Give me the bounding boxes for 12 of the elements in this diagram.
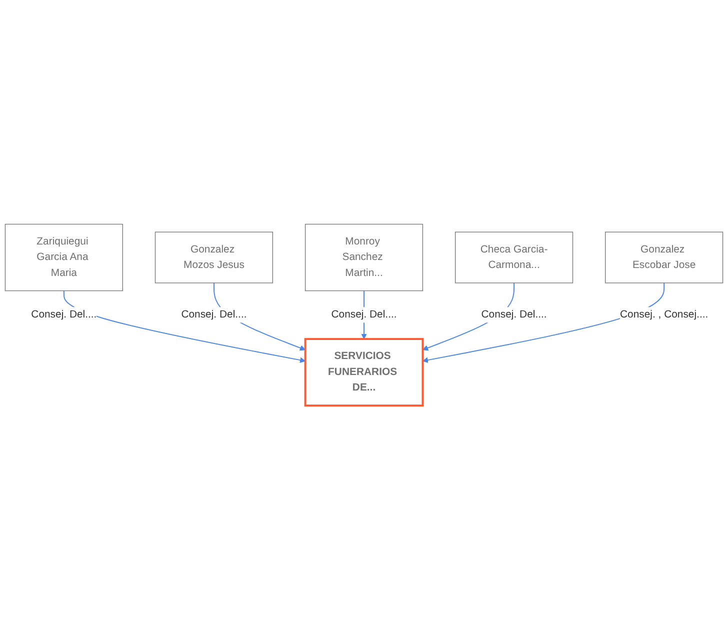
node-box: Monroy Sanchez Martin... [304,224,424,292]
node-box: Gonzalez Mozos Jesus [154,232,273,284]
edge-label: Consej. Del.... [481,309,547,320]
edge-label: Consej. Del.... [31,309,97,320]
edge-label: Consej. , Consej.... [620,309,708,320]
node-box: Checa Garcia-Carmona... [455,232,574,284]
arrow [63,290,306,364]
node-box: Zariquiegui Garcia Ana Maria [4,224,123,292]
node-box: Gonzalez Escobar Jose [605,232,724,284]
edge-label: Consej. Del.... [181,309,247,320]
node-box: SERVICIOS FUNERARIOS DE... [304,338,424,407]
edge-label: Consej. Del.... [331,309,397,320]
